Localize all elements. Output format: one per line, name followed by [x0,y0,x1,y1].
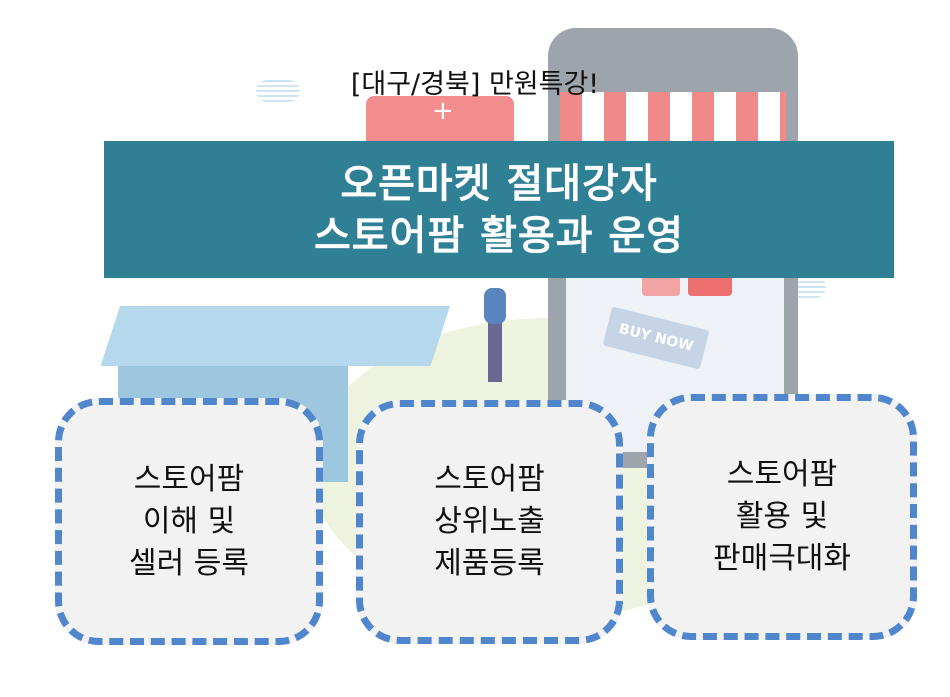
card-line: 판매극대화 [713,541,851,576]
cloud-icon [256,80,300,102]
topic-card-3: 스토어팜 활용 및 판매극대화 [647,394,917,640]
card-line: 제품등록 [434,546,545,581]
card-line: 활용 및 [735,499,829,534]
plus-icon: + [432,96,454,126]
topic-card-text: 스토어팜 활용 및 판매극대화 [713,454,851,580]
person-illustration [484,288,506,324]
title-banner: 오픈마켓 절대강자 스토어팜 활용과 운영 [104,141,894,278]
person-legs-illustration [488,322,502,382]
box-lid-illustration [100,306,450,366]
card-line: 스토어팜 [434,462,545,497]
card-line: 이해 및 [142,503,236,539]
card-line: 상위노출 [434,504,545,539]
topic-card-text: 스토어팜 이해 및 셀러 등록 [129,459,249,585]
topic-card-2: 스토어팜 상위노출 제품등록 [356,400,623,644]
title-line-1: 오픈마켓 절대강자 [340,160,658,207]
topic-card-text: 스토어팜 상위노출 제품등록 [434,459,544,585]
card-line: 스토어팜 [726,457,838,492]
title-line-2: 스토어팜 활용과 운영 [313,212,685,259]
card-line: 셀러 등록 [129,545,249,581]
card-line: 스토어팜 [133,461,245,497]
event-subtitle: [대구/경북] 만원특강! [350,69,600,100]
topic-card-1: 스토어팜 이해 및 셀러 등록 [55,398,323,645]
